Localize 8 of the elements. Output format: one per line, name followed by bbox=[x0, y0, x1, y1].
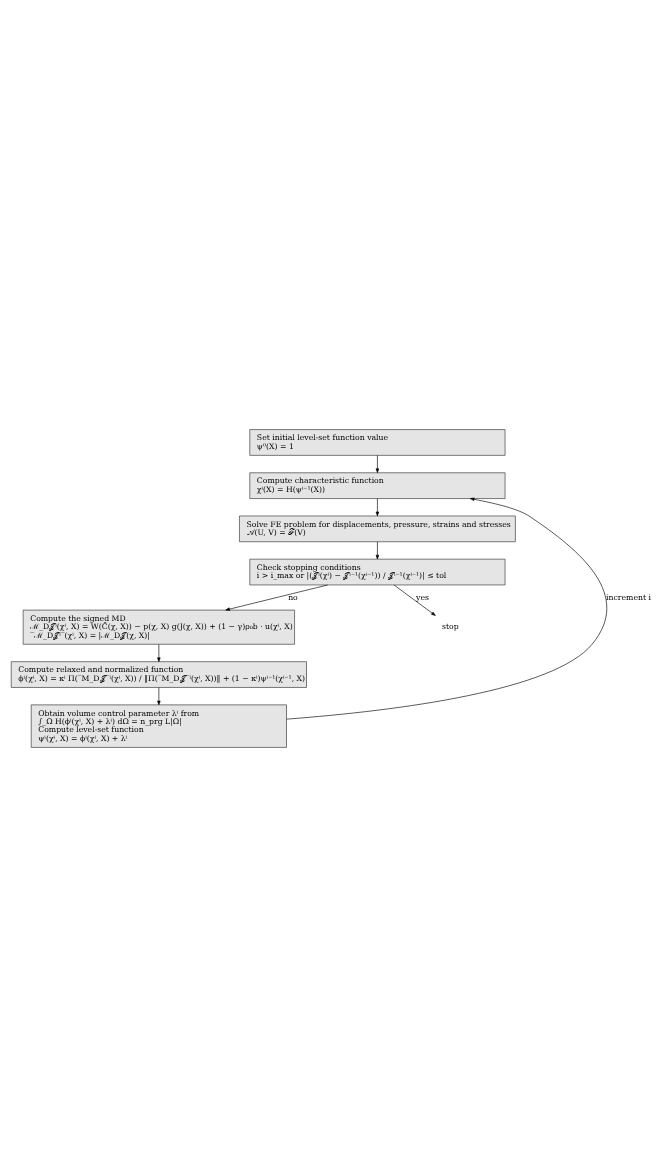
arrow bbox=[375, 497, 380, 516]
arrow bbox=[157, 686, 161, 705]
arrow bbox=[286, 497, 608, 719]
arrow bbox=[375, 454, 380, 473]
arrow bbox=[157, 643, 161, 662]
arrow bbox=[375, 541, 380, 559]
arrow bbox=[225, 584, 328, 611]
arrow bbox=[393, 584, 436, 616]
